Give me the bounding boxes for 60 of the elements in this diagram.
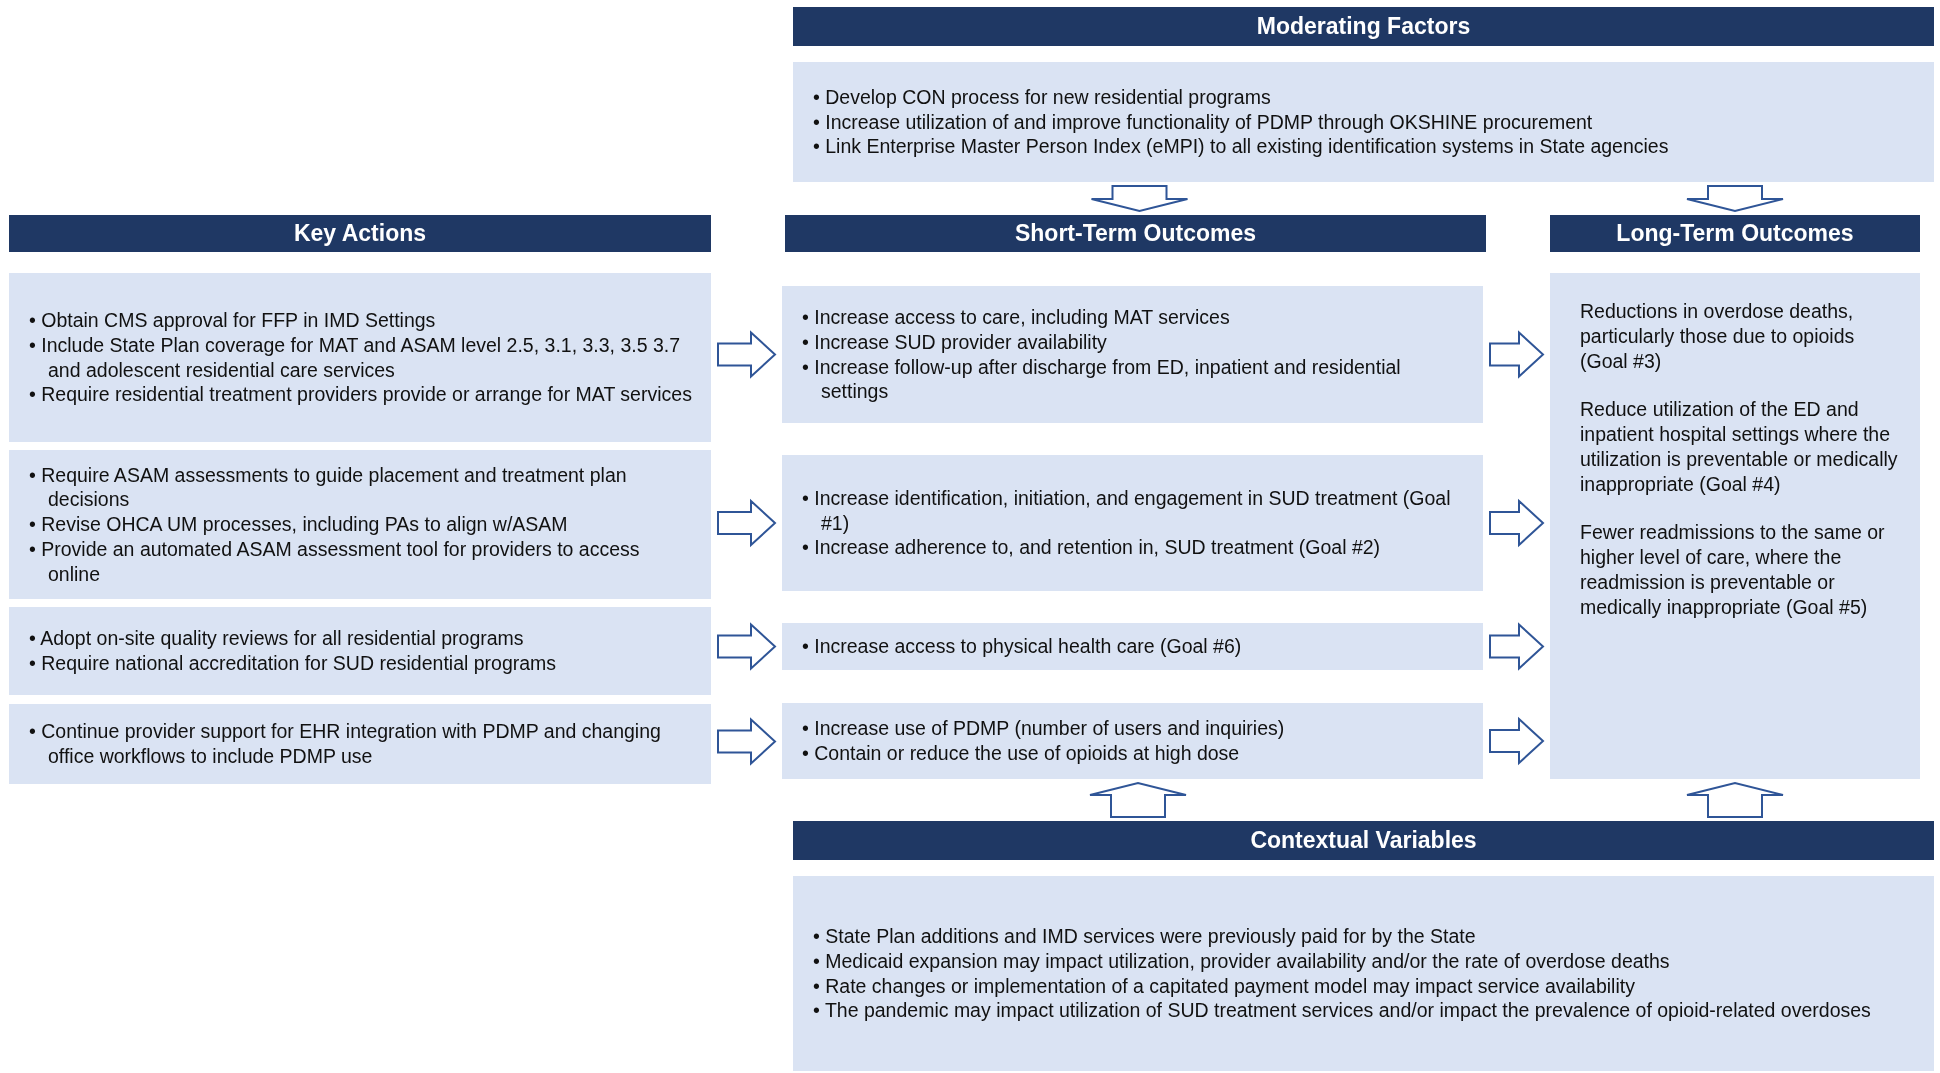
block-arrow	[1686, 781, 1784, 818]
bullet-item: • Develop CON process for new residential programs	[813, 84, 1272, 110]
bullet-item: • Continue provider support for EHR integration with PDMP and changing office workflows to include PDMP use	[29, 719, 662, 769]
outcome-text: Reductions in overdose deaths, particularly those due to opioids (Goal #3)	[1580, 299, 1856, 374]
bullet-item: • Increase adherence to, and retention in, SUD treatment (Goal #2)	[802, 535, 1382, 561]
section-header-bar	[1550, 215, 1920, 252]
block-arrow	[1686, 185, 1784, 213]
bullet-item: • Adopt on-site quality reviews for all residential programs	[29, 626, 525, 651]
block-arrow	[1489, 330, 1545, 379]
bullet-list-panel	[782, 623, 1483, 670]
bullet-item: • Require ASAM assessments to guide placement and treatment plan decisions	[29, 462, 628, 513]
bullet-item: • The pandemic may impact utilization of SUD treatment services and/or impact the prevalence of opioid-related overdoses	[813, 998, 1872, 1023]
section-header-bar	[793, 7, 1934, 46]
bullet-list-panel	[793, 62, 1934, 182]
bullet-list-panel	[782, 286, 1483, 423]
block-arrow	[1090, 185, 1189, 213]
block-arrow	[717, 498, 777, 548]
outcome-text: Fewer readmissions to the same or higher level of care, where the readmission is preventable or medically inappropriate (Goal #5)	[1580, 520, 1886, 620]
outcome-text: Reduce utilization of the ED and inpatient hospital settings where the utilization is preventable or medically inappropriate (Goal #4)	[1580, 397, 1899, 497]
bullet-item: • Increase SUD provider availability	[802, 329, 1108, 355]
bullet-item: • Increase use of PDMP (number of users and inquiries)	[802, 716, 1286, 741]
bullet-list-panel	[782, 455, 1483, 591]
bullet-item: • Obtain CMS approval for FFP in IMD Settings	[29, 308, 437, 333]
bullet-list-panel	[9, 273, 711, 442]
header-title: Moderating Factors	[1256, 13, 1471, 40]
block-arrow	[1489, 716, 1545, 766]
bullet-item: • Provide an automated ASAM assessment tool for providers to access online	[29, 536, 641, 587]
bullet-item: • Revise OHCA UM processes, including PAs to align w/ASAM	[29, 512, 569, 537]
section-header-bar	[793, 821, 1934, 860]
bullet-item: • Medicaid expansion may impact utilization, provider availability and/or the rate of overdose deaths	[813, 948, 1671, 974]
bullet-list-panel	[793, 876, 1934, 1071]
outcome-panel	[1550, 273, 1920, 779]
header-title: Short-Term Outcomes	[1014, 220, 1257, 247]
bullet-item: • Include State Plan coverage for MAT and ASAM level 2.5, 3.1, 3.3, 3.5 3.7 and adolescent residential care services	[29, 332, 682, 383]
section-header-bar	[785, 215, 1486, 252]
header-title: Contextual Variables	[1250, 827, 1477, 854]
header-title: Key Actions	[293, 220, 427, 247]
bullet-item: • Increase utilization of and improve functionality of PDMP through OKSHINE procurement	[813, 109, 1594, 135]
section-header-bar	[9, 215, 711, 252]
block-arrow	[1089, 781, 1187, 818]
bullet-item: • Increase follow-up after discharge from ED, inpatient and residential settings	[802, 354, 1402, 404]
bullet-list-panel	[9, 607, 711, 695]
bullet-item: • Rate changes or implementation of a capitated payment model may impact service availability	[813, 973, 1636, 999]
bullet-item: • Increase identification, initiation, and engagement in SUD treatment (Goal #1)	[802, 485, 1452, 536]
bullet-item: • State Plan additions and IMD services were previously paid for by the State	[813, 924, 1477, 949]
bullet-list-panel	[9, 450, 711, 599]
bullet-item: • Contain or reduce the use of opioids at high dose	[802, 741, 1241, 766]
bullet-list-panel	[782, 703, 1483, 779]
bullet-list-panel	[9, 704, 711, 784]
block-arrow	[1489, 622, 1545, 671]
block-arrow	[717, 717, 777, 766]
block-arrow	[717, 330, 777, 379]
bullet-item: • Require national accreditation for SUD residential programs	[29, 651, 558, 676]
block-arrow	[1489, 498, 1545, 548]
block-arrow	[717, 622, 777, 671]
bullet-item: • Link Enterprise Master Person Index (eMPI) to all existing identification systems in State agencies	[813, 134, 1670, 160]
bullet-item: • Require residential treatment providers provide or arrange for MAT services	[29, 382, 693, 407]
bullet-item: • Increase access to physical health care (Goal #6)	[802, 634, 1243, 659]
bullet-item: • Increase access to care, including MAT services	[802, 305, 1231, 330]
header-title: Long-Term Outcomes	[1616, 220, 1854, 247]
